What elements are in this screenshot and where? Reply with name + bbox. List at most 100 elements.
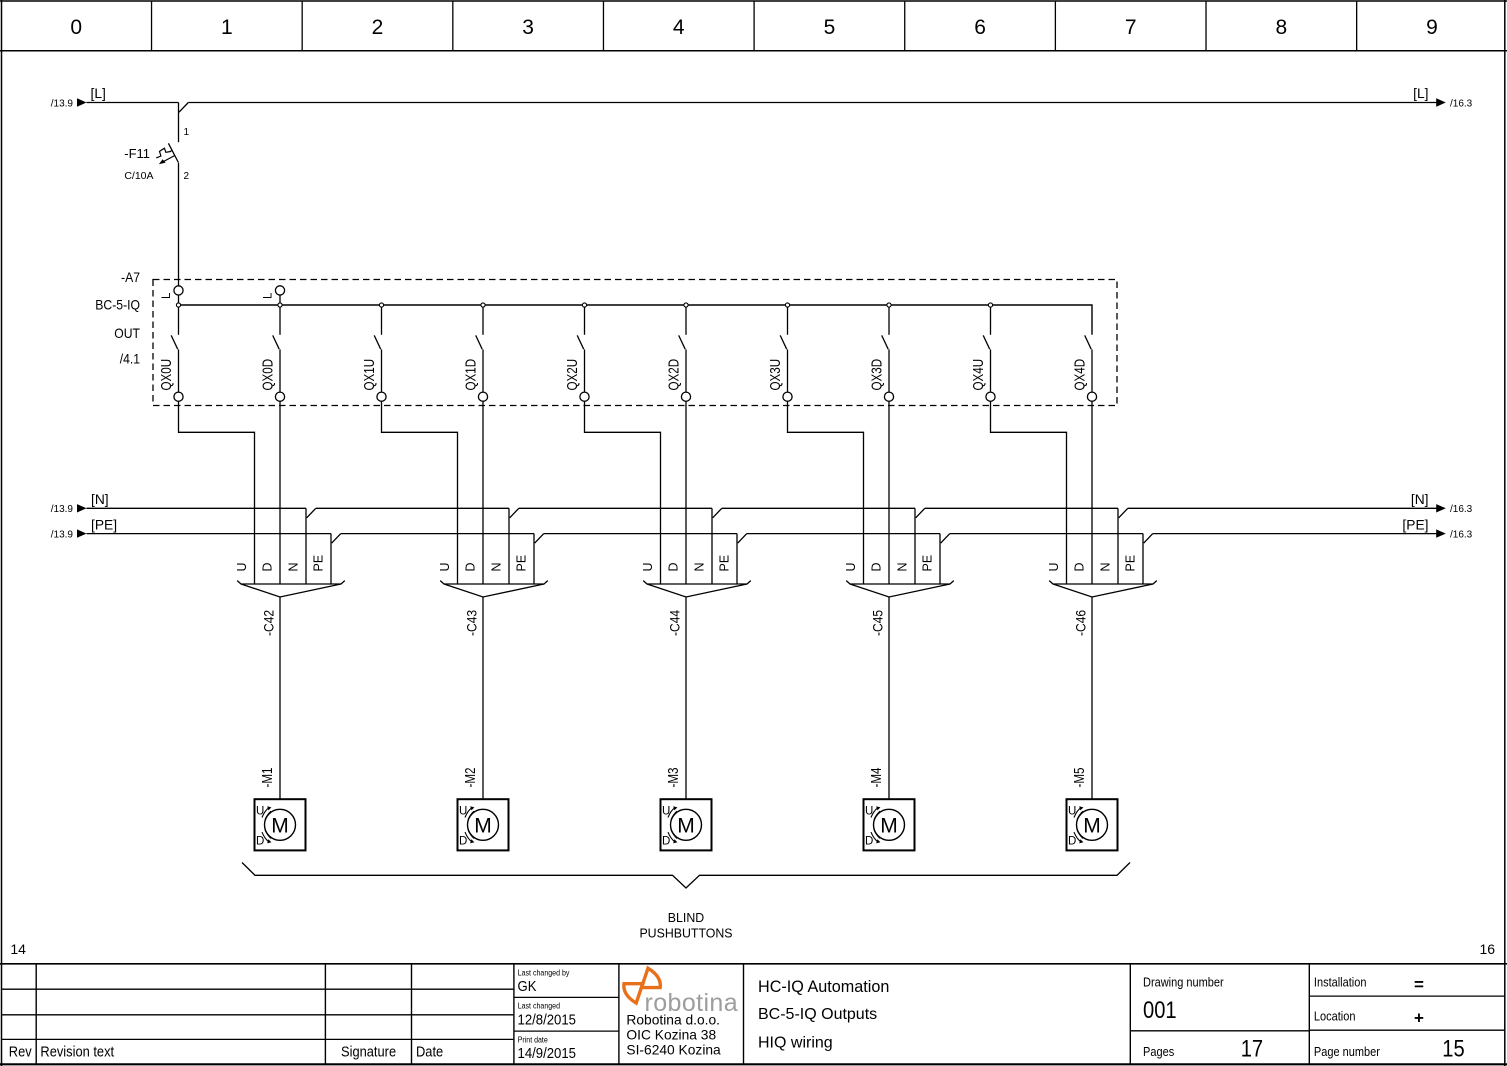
- svg-text:[N]: [N]: [1411, 492, 1429, 507]
- svg-text:N: N: [489, 562, 503, 571]
- svg-text:D: D: [256, 836, 264, 848]
- svg-text:-M4: -M4: [869, 768, 885, 788]
- svg-text:BLIND: BLIND: [668, 910, 704, 925]
- svg-text:U: U: [1047, 562, 1061, 571]
- svg-text:Last changed: Last changed: [518, 1002, 560, 1011]
- svg-text:Pages: Pages: [1143, 1045, 1174, 1059]
- svg-text:14/9/2015: 14/9/2015: [518, 1046, 577, 1062]
- svg-text:Robotina d.o.o.: Robotina d.o.o.: [626, 1013, 720, 1028]
- svg-text:2: 2: [184, 171, 190, 182]
- svg-text:QX3D: QX3D: [870, 359, 886, 391]
- svg-text:N: N: [1098, 562, 1112, 571]
- svg-text:N: N: [895, 562, 909, 571]
- svg-text:0: 0: [70, 16, 82, 39]
- svg-text:L: L: [263, 292, 275, 299]
- svg-text:D: D: [1072, 562, 1086, 571]
- svg-text:U: U: [662, 806, 670, 818]
- svg-text:-M1: -M1: [260, 768, 276, 788]
- svg-text:-C44: -C44: [667, 610, 683, 636]
- svg-text:L: L: [161, 292, 173, 299]
- svg-text:U: U: [459, 806, 467, 818]
- svg-text:QX2U: QX2U: [565, 359, 581, 391]
- svg-text:U: U: [256, 806, 264, 818]
- svg-text:U: U: [235, 562, 249, 571]
- svg-text:QX1U: QX1U: [362, 359, 378, 391]
- svg-text:Installation: Installation: [1314, 976, 1367, 990]
- svg-text:PE: PE: [514, 555, 528, 572]
- svg-text:Last changed by: Last changed by: [518, 969, 570, 978]
- svg-text:-M5: -M5: [1072, 768, 1088, 788]
- svg-text:PE: PE: [717, 555, 731, 572]
- svg-text:HIQ wiring: HIQ wiring: [758, 1035, 833, 1052]
- svg-text:3: 3: [522, 16, 534, 39]
- svg-text:Signature: Signature: [341, 1045, 396, 1061]
- svg-text:QX4D: QX4D: [1073, 359, 1089, 391]
- svg-text:D: D: [260, 562, 274, 571]
- svg-text:/16.3: /16.3: [1450, 98, 1473, 109]
- svg-text:1: 1: [221, 16, 233, 39]
- svg-text:2: 2: [372, 16, 384, 39]
- svg-text:/16.3: /16.3: [1450, 504, 1473, 515]
- svg-text:Drawing number: Drawing number: [1143, 976, 1224, 990]
- svg-text:[PE]: [PE]: [91, 517, 117, 532]
- svg-text:Date: Date: [416, 1045, 443, 1061]
- svg-text:M: M: [880, 814, 898, 837]
- svg-text:[L]: [L]: [1413, 86, 1428, 101]
- svg-text:C/10A: C/10A: [124, 170, 153, 182]
- svg-text:HC-IQ Automation: HC-IQ Automation: [758, 978, 889, 996]
- svg-text:U: U: [641, 562, 655, 571]
- svg-text:M: M: [677, 814, 695, 837]
- svg-text:D: D: [869, 562, 883, 571]
- svg-text:M: M: [474, 814, 492, 837]
- svg-text:6: 6: [974, 16, 986, 39]
- svg-text:17: 17: [1241, 1035, 1263, 1062]
- svg-text:[N]: [N]: [91, 492, 109, 507]
- svg-text:8: 8: [1275, 16, 1287, 39]
- svg-text:-M2: -M2: [463, 768, 479, 788]
- svg-text:QX0U: QX0U: [159, 359, 175, 391]
- svg-text:/13.9: /13.9: [51, 504, 74, 515]
- svg-text:5: 5: [824, 16, 836, 39]
- svg-text:OUT: OUT: [114, 325, 140, 341]
- svg-text:-C45: -C45: [870, 610, 886, 636]
- svg-text:/4.1: /4.1: [120, 351, 140, 367]
- svg-text:-A7: -A7: [121, 269, 140, 285]
- svg-text:QX0D: QX0D: [261, 359, 277, 391]
- svg-text:[L]: [L]: [91, 86, 106, 101]
- svg-text:OIC Kozina 38: OIC Kozina 38: [626, 1028, 716, 1043]
- svg-text:16: 16: [1480, 941, 1496, 957]
- svg-text:15: 15: [1442, 1035, 1464, 1062]
- svg-text:-C42: -C42: [261, 610, 277, 636]
- svg-text:14: 14: [10, 941, 26, 957]
- svg-text:-C46: -C46: [1073, 610, 1089, 636]
- svg-text:PUSHBUTTONS: PUSHBUTTONS: [639, 925, 732, 940]
- svg-text:SI-6240 Kozina: SI-6240 Kozina: [626, 1042, 721, 1057]
- svg-text:QX1D: QX1D: [464, 359, 480, 391]
- svg-text:D: D: [1068, 836, 1076, 848]
- svg-text:-F11: -F11: [124, 146, 150, 161]
- svg-text:PE: PE: [311, 555, 325, 572]
- svg-text:BC-5-IQ: BC-5-IQ: [95, 297, 140, 313]
- svg-text:Page number: Page number: [1314, 1045, 1380, 1059]
- svg-text:U: U: [1068, 806, 1076, 818]
- svg-text:PE: PE: [1123, 555, 1137, 572]
- svg-text:M: M: [271, 814, 289, 837]
- svg-text:QX3U: QX3U: [768, 359, 784, 391]
- svg-text:-M3: -M3: [666, 768, 682, 788]
- svg-text:4: 4: [673, 16, 685, 39]
- svg-text:Location: Location: [1314, 1010, 1356, 1024]
- svg-text:U: U: [844, 562, 858, 571]
- svg-text:D: D: [662, 836, 670, 848]
- svg-text:001: 001: [1143, 997, 1177, 1024]
- svg-text:D: D: [666, 562, 680, 571]
- svg-text:/13.9: /13.9: [51, 529, 74, 540]
- svg-text:9: 9: [1426, 16, 1438, 39]
- svg-text:12/8/2015: 12/8/2015: [518, 1013, 577, 1029]
- svg-text:N: N: [692, 562, 706, 571]
- svg-text:QX4U: QX4U: [971, 359, 987, 391]
- svg-text:QX2D: QX2D: [667, 359, 683, 391]
- svg-text:=: =: [1414, 975, 1424, 994]
- svg-text:/13.9: /13.9: [51, 98, 74, 109]
- svg-text:robotina: robotina: [645, 989, 739, 1017]
- svg-text:Revision text: Revision text: [40, 1045, 114, 1061]
